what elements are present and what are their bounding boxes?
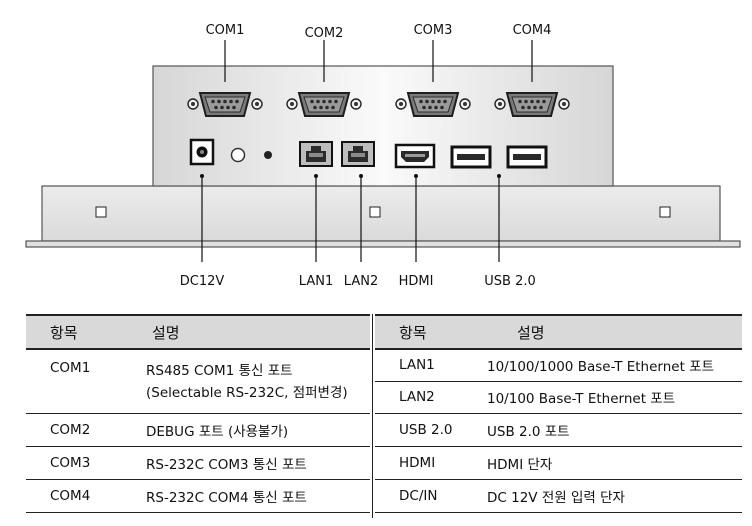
spec-table-left: 항목 설명 COM1 RS485 COM1 통신 포트 (Selectable … bbox=[26, 314, 370, 513]
table-row: COM3 RS-232C COM3 통신 포트 bbox=[26, 446, 370, 479]
mount-hole-right bbox=[659, 206, 671, 218]
header-item: 항목 bbox=[50, 323, 78, 342]
mount-hole-left bbox=[95, 206, 107, 218]
label-usb: USB 2.0 bbox=[484, 274, 536, 289]
label-com2: COM2 bbox=[305, 26, 344, 41]
description-cell: RS-232C COM4 통신 포트 bbox=[146, 489, 307, 506]
item-cell: USB 2.0 bbox=[399, 421, 453, 438]
port-spec-tables: 항목 설명 COM1 RS485 COM1 통신 포트 (Selectable … bbox=[26, 314, 742, 518]
rear-panel-diagram: COM1 COM2 COM3 COM4 DC12V LAN bbox=[25, 23, 741, 289]
description-line: RS485 COM1 통신 포트 bbox=[146, 363, 293, 379]
label-com4: COM4 bbox=[513, 23, 552, 38]
lan1-ethernet-port bbox=[299, 141, 333, 167]
table-row: USB 2.0 USB 2.0 포트 bbox=[375, 413, 742, 446]
item-cell: HDMI bbox=[399, 454, 436, 471]
item-cell: LAN1 bbox=[399, 357, 435, 374]
spec-table-right: 항목 설명 LAN1 10/100/1000 Base-T Ethernet 포… bbox=[375, 314, 742, 513]
table-row: LAN2 10/100 Base-T Ethernet 포트 bbox=[375, 381, 742, 413]
item-cell: LAN2 bbox=[399, 389, 435, 405]
item-cell: COM1 bbox=[50, 360, 91, 376]
description-cell: USB 2.0 포트 bbox=[487, 423, 570, 440]
table-row: COM1 RS485 COM1 통신 포트 (Selectable RS-232… bbox=[26, 349, 370, 413]
header-item: 항목 bbox=[399, 323, 427, 342]
chassis-bottom-rail bbox=[25, 240, 741, 248]
description-cell: 10/100 Base-T Ethernet 포트 bbox=[487, 391, 676, 407]
usb-port-2 bbox=[506, 145, 548, 169]
description-cell: RS-232C COM3 통신 포트 bbox=[146, 456, 307, 473]
description-cell: DC 12V 전원 입력 단자 bbox=[487, 489, 625, 506]
label-com3: COM3 bbox=[414, 23, 453, 38]
hdmi-port bbox=[394, 143, 436, 169]
label-com1: COM1 bbox=[206, 23, 245, 38]
table-row: HDMI HDMI 단자 bbox=[375, 446, 742, 479]
label-lan2: LAN2 bbox=[344, 274, 378, 289]
lan2-ethernet-port bbox=[341, 141, 375, 167]
table-row: COM4 RS-232C COM4 통신 포트 bbox=[26, 479, 370, 512]
item-cell: COM3 bbox=[50, 454, 91, 471]
table-divider bbox=[372, 314, 373, 518]
item-cell: DC/IN bbox=[399, 487, 438, 504]
description-cell: DEBUG 포트 (사용불가) bbox=[146, 423, 289, 440]
power-button bbox=[230, 147, 246, 163]
dc-power-jack bbox=[189, 138, 215, 166]
label-dc12v: DC12V bbox=[180, 274, 225, 289]
label-hdmi: HDMI bbox=[399, 274, 434, 289]
table-header-row: 항목 설명 bbox=[375, 315, 742, 349]
header-description: 설명 bbox=[517, 323, 545, 342]
table-row: LAN1 10/100/1000 Base-T Ethernet 포트 bbox=[375, 349, 742, 381]
table-row: DC/IN DC 12V 전원 입력 단자 bbox=[375, 479, 742, 512]
mount-hole-center bbox=[369, 206, 381, 218]
description-cell: HDMI 단자 bbox=[487, 456, 553, 473]
item-cell: COM2 bbox=[50, 421, 91, 438]
description-line: (Selectable RS-232C, 점퍼변경) bbox=[146, 385, 348, 401]
description-cell: RS485 COM1 통신 포트 (Selectable RS-232C, 점퍼… bbox=[146, 349, 370, 413]
label-lan1: LAN1 bbox=[299, 274, 333, 289]
status-led bbox=[264, 151, 272, 159]
description-cell: 10/100/1000 Base-T Ethernet 포트 bbox=[487, 359, 715, 376]
header-description: 설명 bbox=[152, 323, 180, 342]
table-row: COM2 DEBUG 포트 (사용불가) bbox=[26, 413, 370, 446]
table-header-row: 항목 설명 bbox=[26, 315, 370, 349]
item-cell: COM4 bbox=[50, 487, 91, 504]
chassis-lower-plate bbox=[41, 185, 721, 242]
usb-port-1 bbox=[450, 145, 492, 169]
